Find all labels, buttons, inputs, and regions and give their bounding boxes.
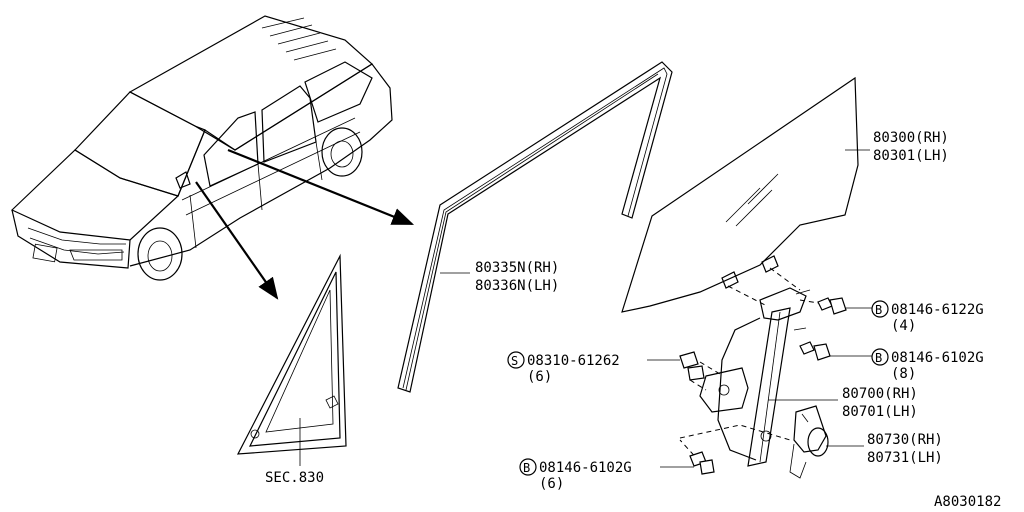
bolt-upper xyxy=(817,297,847,315)
marker-circle-bolt-upper xyxy=(871,300,889,318)
regulator-motor xyxy=(789,405,829,479)
alignment-lines xyxy=(679,267,831,463)
bolt-upper-qty: (4) xyxy=(891,318,916,334)
glass-rh-label[interactable]: 80300(RH) xyxy=(873,130,949,146)
bolt-lower-qty: (6) xyxy=(539,476,564,492)
screw-part[interactable]: 08310-61262 xyxy=(527,353,620,369)
marker-circle-bolt-middle xyxy=(871,348,889,366)
screw-qty: (6) xyxy=(527,369,552,385)
bolt-upper-part[interactable]: 08146-6122G xyxy=(891,302,984,318)
motor-lh-label[interactable]: 80731(LH) xyxy=(867,450,943,466)
diagram-id-label: A8030182 xyxy=(934,494,1001,510)
pointer-arrow-sash xyxy=(227,148,415,226)
bolt-middle-marker: B xyxy=(875,351,882,365)
window-regulator xyxy=(699,287,811,467)
bolt-lower xyxy=(689,451,715,475)
door-sash xyxy=(397,61,673,393)
bolt-middle xyxy=(799,341,831,361)
bolt-upper-marker: B xyxy=(875,303,882,317)
screw xyxy=(679,351,705,381)
van-illustration xyxy=(10,15,393,281)
door-glass xyxy=(621,76,859,313)
sash-lh-label[interactable]: 80336N(LH) xyxy=(475,278,559,294)
marker-circle-bolt-lower xyxy=(519,458,537,476)
motor-rh-label[interactable]: 80730(RH) xyxy=(867,432,943,448)
bolt-middle-qty: (8) xyxy=(891,366,916,382)
screw-marker: S xyxy=(511,354,518,368)
pointer-arrow-quarter-glass xyxy=(195,181,279,300)
bolt-middle-part[interactable]: 08146-6102G xyxy=(891,350,984,366)
sash-rh-label[interactable]: 80335N(RH) xyxy=(475,260,559,276)
partition-glass xyxy=(236,253,347,455)
sec-ref-label[interactable]: SEC.830 xyxy=(265,470,324,486)
bolt-lower-marker: B xyxy=(523,461,530,475)
marker-circle-screw xyxy=(507,351,525,369)
bolt-lower-part[interactable]: 08146-6102G xyxy=(539,460,632,476)
regulator-lh-label[interactable]: 80701(LH) xyxy=(842,404,918,420)
regulator-rh-label[interactable]: 80700(RH) xyxy=(842,386,918,402)
glass-lh-label[interactable]: 80301(LH) xyxy=(873,148,949,164)
